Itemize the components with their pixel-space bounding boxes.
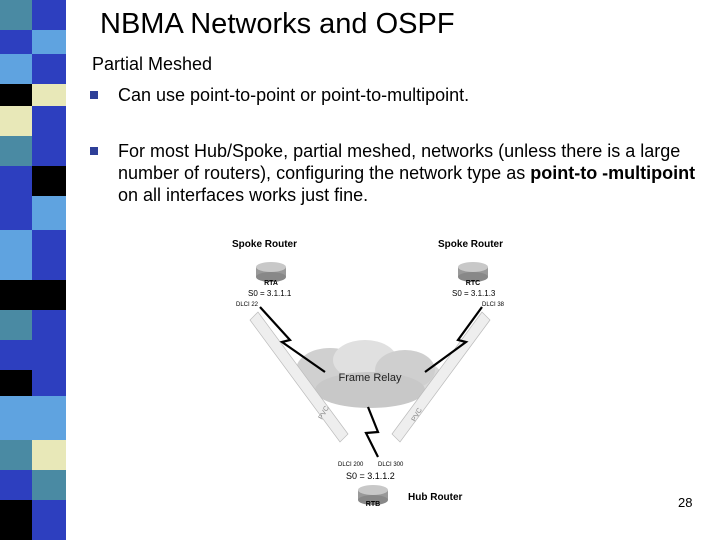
router-dlci: DLCI 38	[482, 302, 505, 308]
bullet-text-bold: point-to -multipoint	[530, 163, 696, 183]
router-icon	[458, 262, 488, 282]
router-icon	[358, 485, 388, 505]
pvc-links	[249, 311, 491, 443]
router-interface: S0 = 3.1.1.2	[346, 471, 395, 481]
lightning-bolt-icon	[364, 406, 380, 458]
router-dlci: DLCI 300	[378, 462, 404, 468]
slide-title: NBMA Networks and OSPF	[100, 8, 455, 40]
router-name: RTC	[466, 280, 480, 287]
router-interface: S0 = 3.1.1.3	[452, 289, 496, 298]
square-bullet-icon	[90, 147, 98, 155]
lightning-bolt-icon	[259, 306, 326, 373]
square-bullet-icon	[90, 91, 98, 99]
router-name: RTB	[366, 501, 380, 508]
router-name: RTA	[264, 280, 278, 287]
decorative-side-strip	[0, 0, 66, 540]
router-icon	[256, 262, 286, 282]
router-role-label: Spoke Router	[438, 239, 503, 250]
frame-relay-cloud-icon	[296, 340, 442, 408]
router-interface: S0 = 3.1.1.1	[248, 289, 292, 298]
lightning-bolt-icon	[424, 306, 483, 373]
frame-relay-diagram: Frame Relay PVC PVC Spoke Router RTA S0 …	[232, 239, 505, 508]
router-role-label: Spoke Router	[232, 239, 297, 250]
slide-subtitle: Partial Meshed	[92, 54, 213, 74]
bullet-text: Can use point-to-point or point-to-multi…	[118, 85, 470, 105]
page-number: 28	[678, 495, 693, 510]
cloud-label: Frame Relay	[339, 372, 402, 384]
router-dlci: DLCI 200	[338, 462, 364, 468]
router-dlci: DLCI 22	[236, 302, 259, 308]
router-role-label: Hub Router	[408, 492, 463, 503]
bullet-text-part: on all interfaces works just fine.	[118, 185, 369, 205]
bullet-text-part: For most Hub/Spoke, partial meshed, netw…	[118, 141, 681, 183]
bullet-text: For most Hub/Spoke, partial meshed, netw…	[118, 140, 708, 206]
